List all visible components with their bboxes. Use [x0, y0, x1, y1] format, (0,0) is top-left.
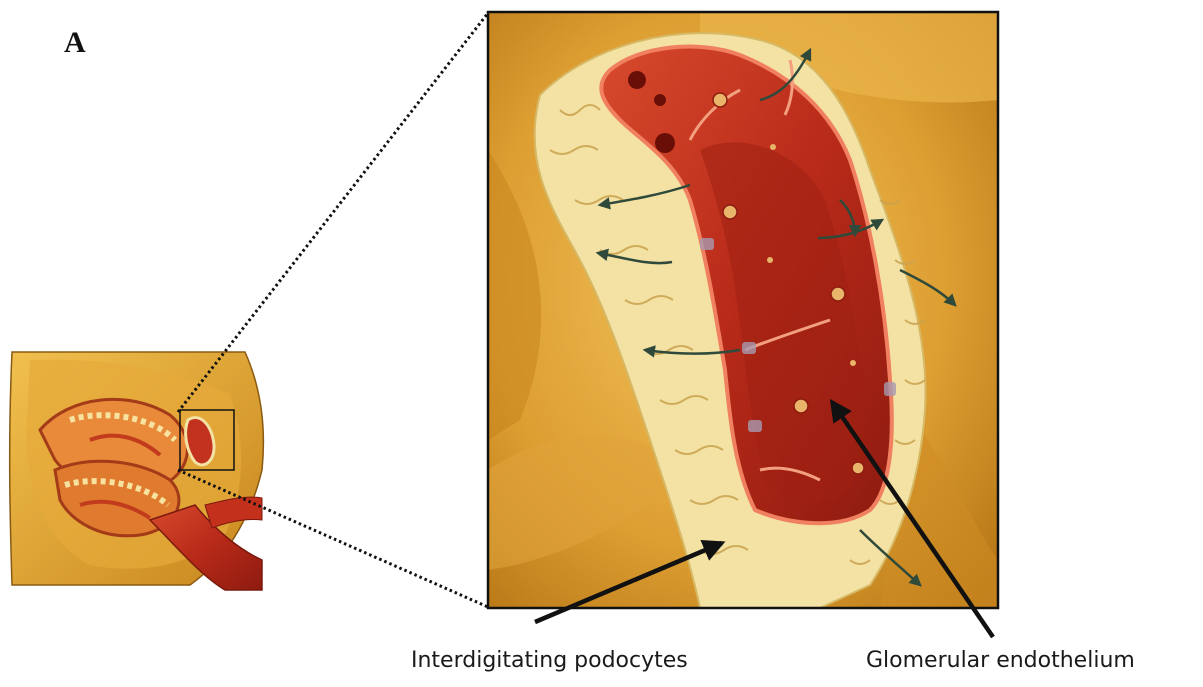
panel-letter: A	[64, 26, 86, 60]
podocytes-label: Interdigitating podocytes	[411, 648, 688, 673]
endothelium-label: Glomerular endothelium	[866, 648, 1135, 673]
magnified-capillary-inset	[488, 12, 998, 608]
glomerulus-overview	[10, 352, 264, 590]
